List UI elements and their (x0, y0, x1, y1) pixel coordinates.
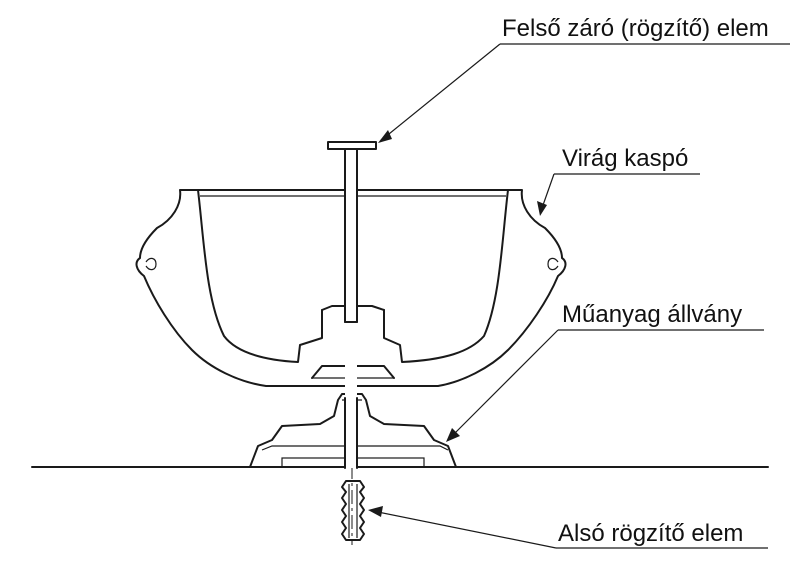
leader-stand (446, 329, 764, 442)
label-plastic-stand: Műanyag állvány (562, 301, 742, 328)
planter-pot (135, 189, 567, 387)
leader-bottom-fastener (368, 506, 768, 549)
bottom-fastener (341, 480, 365, 541)
label-top-fastener: Felső záró (rögzítő) elem (502, 15, 769, 42)
label-planter: Virág kaspó (562, 145, 688, 172)
label-bottom-fastener: Alsó rögzítő elem (558, 520, 743, 547)
top-fastener (327, 141, 377, 469)
leader-top-fastener (378, 43, 790, 143)
leader-planter (537, 173, 700, 216)
